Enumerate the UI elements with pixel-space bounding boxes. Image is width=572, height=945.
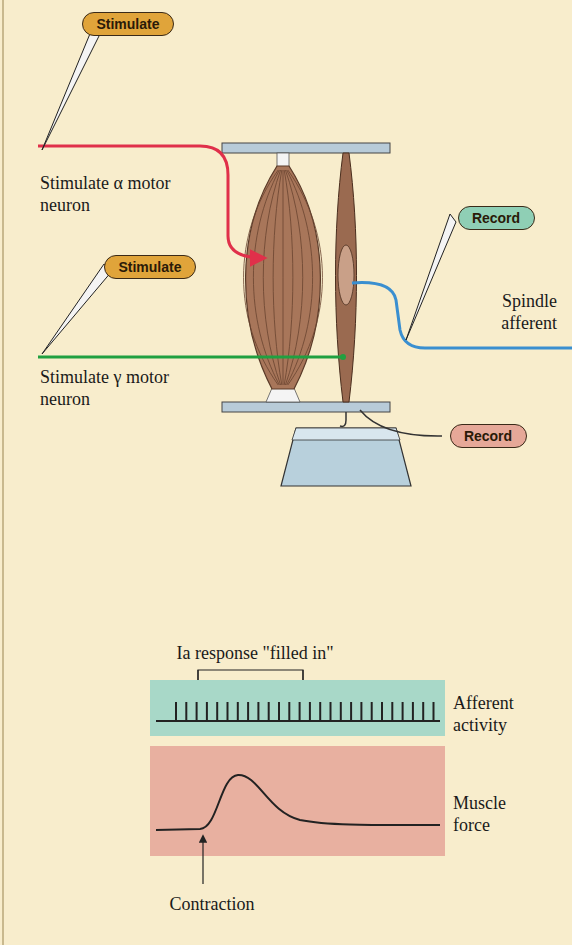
muscle-fibers (244, 170, 323, 385)
spike (206, 702, 208, 721)
tendon (266, 388, 300, 402)
trace-label: Muscle force (453, 792, 533, 836)
neuron-label: Stimulate γ motor neuron (40, 366, 175, 410)
annotation: Contraction (170, 893, 255, 915)
fiber-stroke (263, 170, 280, 385)
force-transducer-lead (360, 410, 442, 436)
hook (340, 412, 346, 426)
spike (175, 702, 177, 721)
spike (330, 702, 332, 721)
spike (278, 702, 280, 721)
weight (281, 428, 411, 486)
fiber-stroke (273, 170, 282, 385)
gamma-ending (340, 354, 346, 360)
spindle-capsule (338, 245, 354, 305)
spike (402, 702, 404, 721)
afferent-label: Spindle afferent (462, 290, 557, 334)
record-pill: Record (450, 424, 527, 448)
fiber-stroke (284, 170, 293, 385)
spike (309, 702, 311, 721)
spike (340, 702, 342, 721)
pill-text: Stimulate (118, 259, 181, 275)
pill-text: Record (464, 428, 512, 444)
fiber-stroke (288, 170, 323, 385)
spike (422, 702, 424, 721)
tendon (277, 153, 289, 167)
electrode (42, 24, 102, 150)
weight-top (292, 428, 400, 440)
pill-text: Stimulate (96, 16, 159, 32)
muscle-spindle (336, 153, 357, 402)
spike (268, 702, 270, 721)
spike (185, 702, 187, 721)
afferent-panel (150, 680, 445, 736)
electrode (406, 214, 456, 340)
spike (433, 702, 435, 721)
spike (371, 702, 373, 721)
spike (196, 702, 198, 721)
spike (412, 702, 414, 721)
spike (257, 702, 259, 721)
spike (391, 702, 393, 721)
onset-arrow (202, 836, 203, 884)
pill-text: Record (472, 210, 520, 226)
spike (227, 702, 229, 721)
top-plate (222, 143, 390, 153)
trace-label: Afferent activity (453, 692, 548, 736)
stimulate-pill: Stimulate (82, 12, 174, 36)
electrode (42, 264, 112, 354)
spike (288, 702, 290, 721)
panel-edge (2, 0, 4, 945)
spike-train (176, 702, 434, 721)
spike (381, 702, 383, 721)
spike (360, 702, 362, 721)
record-pill: Record (458, 206, 535, 230)
neuron-label: Stimulate α motor neuron (40, 172, 175, 216)
spike (247, 702, 249, 721)
afferent-fiber (352, 283, 572, 348)
spike (319, 702, 321, 721)
spike (299, 702, 301, 721)
bottom-plate (222, 402, 390, 412)
force-trace (156, 775, 440, 830)
force-panel (150, 746, 445, 856)
fiber-stroke (253, 170, 279, 385)
baseline (156, 720, 440, 722)
annotation: Ia response "filled in" (176, 642, 333, 664)
fiber-stroke (283, 170, 284, 385)
fiber-stroke (287, 170, 313, 385)
fiber-stroke (285, 170, 302, 385)
gamma-axon (38, 356, 342, 359)
spike (237, 702, 239, 721)
alpha-axon (38, 146, 264, 258)
spike (216, 702, 218, 721)
spike (350, 702, 352, 721)
stimulate-pill: Stimulate (104, 255, 196, 279)
